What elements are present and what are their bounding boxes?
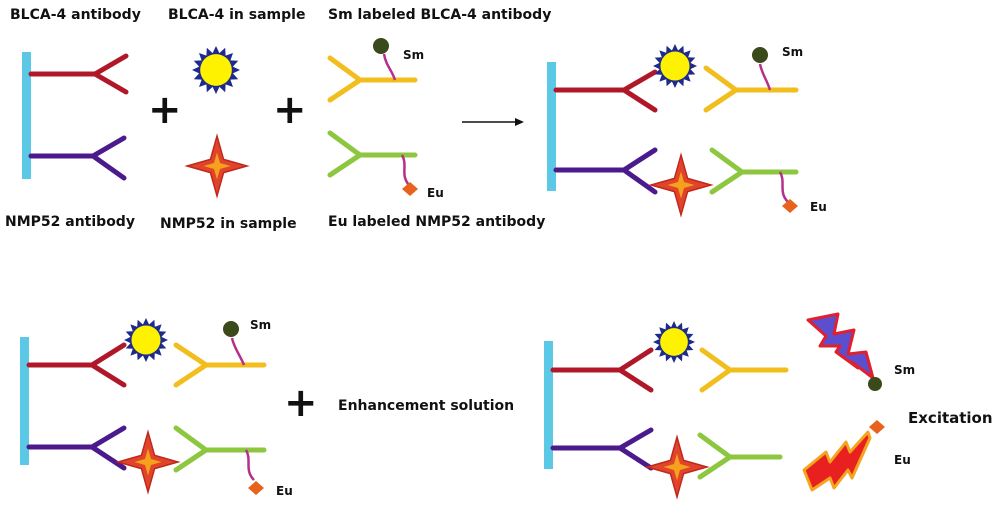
- label-eu-labeled-antibody: Eu labeled NMP52 antibody: [328, 214, 545, 230]
- nmp52-capture-antibody: [28, 135, 127, 181]
- sm-linker: [382, 53, 397, 81]
- label-blca4-antibody: BLCA-4 antibody: [10, 7, 141, 23]
- sun-core: [660, 51, 690, 81]
- eu-label-diamond: [782, 199, 798, 213]
- eu-linker: [778, 171, 789, 203]
- blca4-antigen-sun: [653, 321, 695, 363]
- label-eu: Eu: [894, 453, 911, 467]
- blca4-capture-antibody: [553, 69, 658, 113]
- label-eu: Eu: [810, 200, 827, 214]
- label-excitation: Excitation: [908, 409, 993, 427]
- plus-sign: +: [273, 87, 307, 133]
- sm-label-dot: [373, 38, 389, 54]
- sm-label-dot: [868, 377, 882, 391]
- sm-linker: [230, 337, 246, 366]
- eu-labeled-antibody: [709, 147, 799, 195]
- nmp52-capture-antibody: [550, 427, 654, 471]
- solid-support: [20, 337, 29, 465]
- reaction-arrow: [462, 118, 524, 126]
- eu-linker: [244, 449, 255, 481]
- label-sm-labeled-antibody: Sm labeled BLCA-4 antibody: [328, 7, 551, 23]
- solid-support: [544, 341, 553, 469]
- sm-labeled-antibody: [327, 55, 418, 103]
- blca4-antigen-sun: [124, 318, 168, 362]
- sm-label-dot: [223, 321, 239, 337]
- sm-label-dot: [752, 47, 768, 63]
- eu-label-diamond: [402, 182, 418, 196]
- sm-linker: [758, 63, 772, 91]
- label-blca4-in-sample: BLCA-4 in sample: [168, 7, 305, 23]
- blca4-antigen-sun: [192, 46, 240, 94]
- nmp52-capture-antibody: [553, 147, 658, 195]
- label-sm: Sm: [894, 363, 915, 377]
- star-core: [134, 448, 162, 476]
- eu-linker: [400, 154, 410, 186]
- label-enhancement-solution: Enhancement solution: [338, 398, 514, 414]
- unlabeled-nmp52-antibody: [697, 432, 783, 480]
- eu-labeled-antibody: [327, 130, 418, 178]
- eu-label-diamond: [869, 420, 885, 434]
- blca4-capture-antibody: [26, 342, 127, 388]
- sun-core: [660, 328, 688, 356]
- sm-labeled-antibody: [173, 342, 267, 388]
- sm-emission-bolt-icon: [806, 312, 875, 380]
- star-core: [203, 152, 231, 180]
- star-core: [667, 171, 695, 199]
- label-sm: Sm: [403, 48, 424, 62]
- eu-labeled-antibody: [173, 425, 267, 473]
- eu-label-diamond: [248, 481, 264, 495]
- nmp52-antigen-star: [644, 434, 710, 500]
- plus-sign: +: [284, 380, 318, 426]
- plus-sign: +: [148, 87, 182, 133]
- star-core: [663, 453, 691, 481]
- nmp52-capture-antibody: [26, 425, 127, 471]
- sun-core: [200, 54, 232, 86]
- label-eu: Eu: [276, 484, 293, 498]
- unlabeled-blca4-antibody: [699, 347, 789, 393]
- blca4-capture-antibody: [550, 347, 654, 393]
- label-sm: Sm: [250, 318, 271, 332]
- label-nmp52-in-sample: NMP52 in sample: [160, 216, 297, 232]
- sun-core: [131, 325, 161, 355]
- label-nmp52-antibody: NMP52 antibody: [5, 214, 135, 230]
- label-eu: Eu: [427, 186, 444, 200]
- nmp52-antigen-star: [115, 429, 181, 495]
- solid-support: [547, 62, 556, 191]
- nmp52-antigen-star: [648, 152, 714, 218]
- blca4-antigen-sun: [653, 44, 697, 88]
- eu-emission-bolt-icon: [802, 430, 872, 492]
- sm-labeled-antibody: [703, 65, 799, 113]
- solid-support: [22, 52, 31, 179]
- label-sm: Sm: [782, 45, 803, 59]
- nmp52-antigen-star: [184, 133, 250, 199]
- blca4-capture-antibody: [28, 53, 129, 95]
